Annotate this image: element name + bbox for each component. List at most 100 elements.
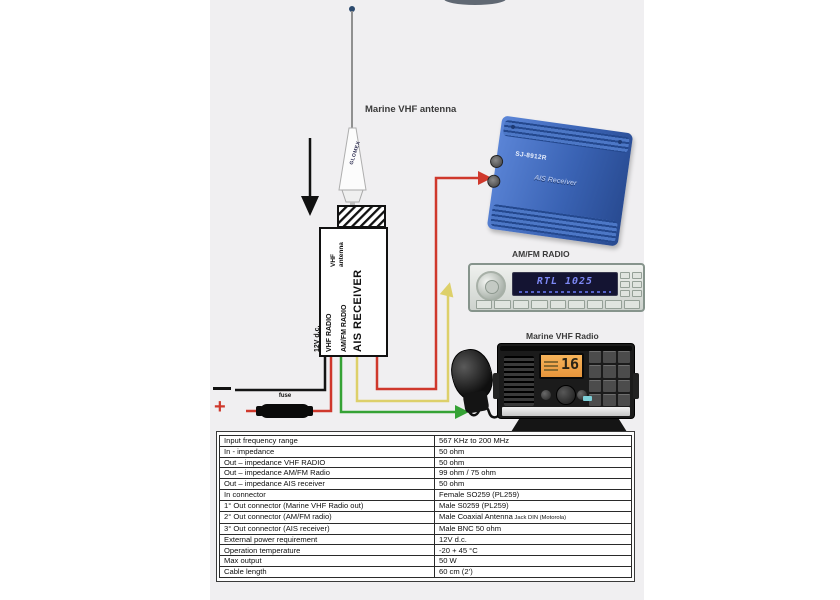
mount-bracket-left [493, 373, 499, 399]
keypad-key [617, 393, 630, 406]
top-shadow-decoration [444, 0, 506, 5]
spec-label: Cable length [219, 566, 435, 578]
splitter-box: 12V d.c. VHF RADIO AM/FM RADIO AIS RECEI… [314, 227, 388, 357]
wire-amfm-radio [355, 295, 450, 403]
splitter-port-12v-label: 12V d.c. [314, 325, 321, 352]
radio-button [620, 281, 630, 288]
wire-vhf-arrowhead [455, 405, 469, 419]
splitter-port-vhf-label: VHF RADIO [326, 313, 333, 353]
keypad-key [603, 379, 616, 392]
radio-button [623, 300, 640, 309]
amfm-radio-label: AM/FM RADIO [512, 249, 570, 259]
spec-value: Male BNC 50 ohm [434, 522, 632, 535]
spec-label: Out – impedance AIS receiver [219, 478, 435, 490]
spec-label: Out – impedance AM/FM Radio [219, 467, 435, 480]
radio-button [476, 300, 493, 309]
vhf-channel-number: 16 [560, 355, 579, 373]
channel-knob [556, 385, 576, 405]
spec-value: -20 + 45 °C [434, 544, 632, 557]
spec-value: 50 ohm [434, 445, 632, 458]
keypad-key [589, 351, 602, 364]
spec-label: 2° Out connector (AM/FM radio) [219, 510, 435, 524]
wire-ais-receiver [375, 176, 478, 391]
spec-label: External power requirement [219, 533, 435, 546]
wire-ais-arrowhead [478, 171, 492, 185]
marine-vhf-radio-label: Marine VHF Radio [526, 331, 599, 341]
spec-label: Out – impedance VHF RADIO [219, 456, 435, 469]
marine-vhf-antenna-label: Marine VHF antenna [365, 104, 457, 115]
amfm-bottom-buttons [476, 300, 640, 309]
antenna-stem [350, 202, 355, 207]
keypad-key [617, 365, 630, 378]
keypad-key [589, 365, 602, 378]
spec-label: Max output [219, 555, 435, 568]
spec-label: In connector [219, 488, 435, 501]
keypad-key [603, 365, 616, 378]
small-knob [541, 390, 551, 400]
marine-vhf-radio-device: 16 [493, 343, 639, 432]
keypad-key [617, 351, 630, 364]
keypad-key [603, 351, 616, 364]
coax-connector-block [337, 205, 386, 228]
vhf-display-ticks [544, 361, 558, 371]
antenna-ferrule [341, 189, 364, 203]
radio-button [605, 300, 622, 309]
antenna-tip [349, 6, 355, 12]
vhf-bottom-trim [502, 407, 630, 416]
spec-label: In - impedance [219, 445, 435, 458]
keypad-key [589, 379, 602, 392]
backlight-button [583, 396, 592, 401]
power-negative-symbol [213, 387, 231, 390]
vhf-top-bar [500, 346, 632, 351]
radio-button [512, 300, 530, 309]
spec-row: 3° Out connector (AIS receiver)Male BNC … [219, 522, 632, 535]
splitter-port-ais-label: AIS RECEIVER [352, 269, 364, 352]
vhf-radio-body: 16 [497, 343, 635, 419]
spec-value: 50 ohm [434, 478, 632, 490]
spec-value: 12V d.c. [434, 533, 632, 546]
spec-value: Female SO259 (PL259) [434, 488, 632, 501]
vhf-display: 16 [539, 353, 584, 379]
splitter-antenna-port-line2: antenna [337, 242, 345, 267]
power-positive-symbol: + [214, 396, 226, 418]
radio-button [586, 300, 604, 309]
speaker-grille [504, 356, 534, 406]
spec-value: Male Coaxial Antenna Jack DIN (Motorola) [434, 510, 632, 524]
radio-button [568, 300, 585, 309]
fuse-label: fuse [278, 393, 292, 399]
wire-amfm-arrowhead [439, 282, 454, 298]
spec-value: 50 ohm [434, 456, 632, 469]
spec-label: Operation temperature [219, 544, 435, 557]
keypad-key [589, 393, 602, 406]
radio-button [632, 290, 642, 297]
wire-vhf-radio [339, 357, 455, 414]
splitter-port-amfm-label: AM/FM RADIO [341, 304, 348, 352]
antenna-cone [338, 127, 367, 191]
wire-power-positive [246, 357, 333, 413]
radio-button [620, 290, 630, 297]
volume-knob [476, 271, 506, 301]
spec-label: 3° Out connector (AIS receiver) [219, 522, 435, 535]
radio-button [531, 300, 548, 309]
spec-value: 99 ohm / 75 ohm [434, 467, 632, 480]
keypad-key [617, 379, 630, 392]
spec-row: Operation temperature-20 + 45 °C [219, 544, 632, 557]
vhf-keypad [589, 351, 630, 406]
spec-label: 1° Out connector (Marine VHF Radio out) [219, 499, 435, 512]
radio-button [620, 272, 630, 279]
handheld-mic-grip [462, 390, 490, 414]
spec-value: 60 cm (2’) [434, 566, 632, 578]
small-knob [577, 390, 587, 400]
